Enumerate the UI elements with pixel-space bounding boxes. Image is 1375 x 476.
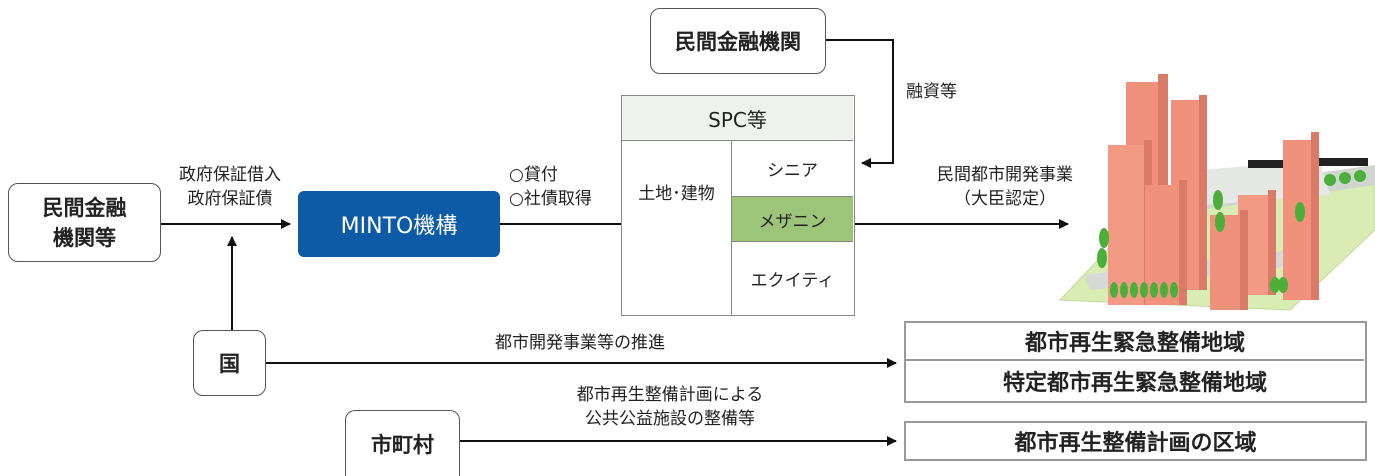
bond-line: ○社債取得: [509, 189, 592, 209]
project-line1: 民間都市開発事業: [937, 165, 1073, 185]
private-lender-left-line1: 民間金融: [42, 195, 127, 220]
spc-equity: エクイティ: [732, 242, 853, 315]
loan-line: ○貸付: [509, 165, 558, 185]
municipality-label: 市町村: [371, 432, 434, 457]
promotion-label: 都市開発事業等の推進: [495, 333, 665, 353]
plan-line1: 都市再生整備計画による: [576, 385, 764, 405]
zone-plan-area-label: 都市再生整備計画の区域: [1014, 431, 1257, 456]
city-illustration: [1058, 74, 1375, 311]
spc-block: SPC等 土地･建物 シニア メザニン エクイティ: [621, 95, 855, 316]
plan-label: 都市再生整備計画による 公共公益施設の整備等: [540, 383, 800, 431]
municipality-box: 市町村: [345, 410, 460, 476]
kuni-label: 国: [219, 352, 240, 376]
arrow-lender-to-senior: [826, 39, 894, 168]
project-label: 民間都市開発事業 （大臣認定）: [920, 163, 1090, 211]
kuni-box: 国: [193, 330, 266, 396]
spc-equity-label: エクイティ: [750, 271, 835, 291]
private-lender-left: 民間金融 機関等: [8, 183, 161, 262]
spc-mezzanine-label: メザニン: [758, 211, 827, 232]
gov-guarantee-line2: 政府保証債: [187, 189, 273, 209]
spc-header: SPC等: [622, 96, 853, 141]
spc-senior: シニア: [732, 141, 853, 196]
private-lender-top: 民間金融機関: [650, 8, 826, 74]
zone-urgent: 都市再生緊急整備地域: [906, 323, 1364, 361]
gov-guarantee-line1: 政府保証借入: [179, 165, 281, 185]
minto-box: MINTO機構: [298, 191, 500, 257]
minto-label: MINTO機構: [340, 214, 458, 239]
plan-line2: 公共公益施設の整備等: [585, 409, 755, 429]
gov-guarantee-label: 政府保証借入 政府保証債: [160, 163, 300, 211]
financing-label: 融資等: [906, 82, 957, 102]
zone-special: 特定都市再生緊急整備地域: [906, 362, 1364, 400]
zone-urgent-label: 都市再生緊急整備地域: [1024, 331, 1245, 356]
private-lender-top-label: 民間金融機関: [675, 30, 801, 54]
zone-special-label: 特定都市再生緊急整備地域: [1002, 371, 1267, 396]
private-lender-left-line2: 機関等: [53, 225, 116, 250]
zone-group: 都市再生緊急整備地域 特定都市再生緊急整備地域: [904, 321, 1367, 403]
spc-title: SPC等: [708, 107, 767, 132]
spc-assets-label: 土地･建物: [638, 184, 715, 204]
zone-plan-area: 都市再生整備計画の区域: [904, 421, 1367, 461]
project-line2: （大臣認定）: [954, 189, 1056, 209]
loan-label: ○貸付 ○社債取得: [509, 163, 592, 211]
spc-mezzanine: メザニン: [732, 196, 853, 242]
spc-assets: 土地･建物: [622, 141, 732, 315]
spc-senior-label: シニア: [767, 161, 818, 181]
